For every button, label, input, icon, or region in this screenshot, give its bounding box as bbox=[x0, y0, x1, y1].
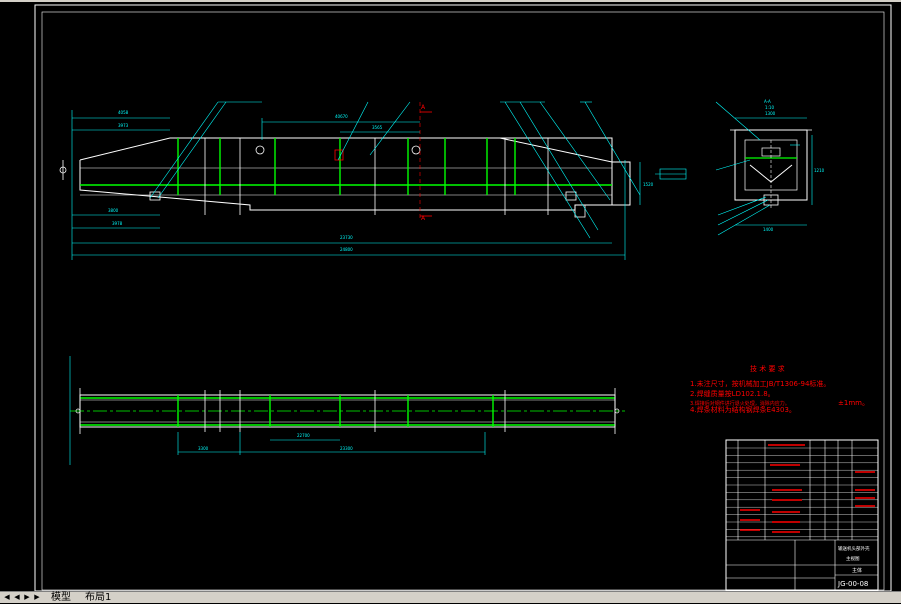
tech-req-line-1: 1.未注尺寸，按机械加工JB/T1306-94标准。 bbox=[690, 379, 830, 388]
main-label: 主体 bbox=[852, 567, 862, 574]
drawing-frame bbox=[34, 4, 892, 592]
tech-requirements: 技 术 要 求 1.未注尺寸，按机械加工JB/T1306-94标准。 2.焊缝质… bbox=[690, 364, 869, 414]
svg-text:22700: 22700 bbox=[297, 433, 310, 438]
svg-text:1400: 1400 bbox=[763, 227, 774, 232]
tab-layout1[interactable]: 布局1 bbox=[85, 592, 112, 603]
tech-req-title: 技 术 要 求 bbox=[750, 364, 785, 373]
svg-text:23300: 23300 bbox=[340, 446, 353, 451]
svg-text:A: A bbox=[421, 215, 426, 222]
tech-req-side-note: ±1mm。 bbox=[838, 399, 869, 407]
first-icon[interactable]: ◀ bbox=[4, 593, 10, 601]
view-label: 主视图 bbox=[846, 555, 860, 562]
svg-text:3300: 3300 bbox=[198, 446, 209, 451]
svg-text:24800: 24800 bbox=[340, 247, 353, 252]
layout-tab-bar: ◀ ◀ ▶ ▶ 模型 布局1 bbox=[0, 591, 901, 603]
svg-text:1210: 1210 bbox=[814, 168, 825, 173]
svg-text:1:10: 1:10 bbox=[765, 105, 774, 110]
svg-text:3973: 3973 bbox=[118, 123, 129, 128]
svg-text:3565: 3565 bbox=[372, 125, 383, 130]
svg-text:1300: 1300 bbox=[765, 111, 776, 116]
svg-text:40670: 40670 bbox=[335, 114, 348, 119]
tab-model[interactable]: 模型 bbox=[51, 592, 71, 603]
svg-text:23730: 23730 bbox=[340, 235, 353, 240]
svg-text:A-A: A-A bbox=[764, 99, 771, 104]
window-top-strip bbox=[0, 0, 901, 2]
tech-req-line-3: 3.焊接后对钢件进行退火处理，消除内应力。 bbox=[690, 400, 790, 407]
last-icon[interactable]: ▶ bbox=[34, 593, 40, 601]
next-icon[interactable]: ▶ bbox=[24, 593, 30, 601]
section-view: 1300 1400 1210 A-A 1:10 bbox=[715, 99, 825, 236]
svg-text:A: A bbox=[421, 104, 426, 111]
prev-icon[interactable]: ◀ bbox=[14, 593, 20, 601]
svg-text:3978: 3978 bbox=[112, 221, 123, 226]
svg-text:4058: 4058 bbox=[118, 110, 129, 115]
drawing-inner-frame bbox=[41, 11, 885, 591]
drawing-number: JG-00-08 bbox=[837, 580, 868, 588]
svg-text:1520: 1520 bbox=[643, 182, 654, 187]
front-view: 4058 3973 3800 3978 23730 24800 40670 35… bbox=[59, 101, 687, 260]
title-block: 输送机头部外壳 主视图 主体 JG-00-08 bbox=[725, 439, 879, 591]
svg-text:3800: 3800 bbox=[108, 208, 119, 213]
top-view: 3300 22700 23300 bbox=[69, 356, 625, 465]
tech-req-line-2: 2.焊缝质量按LD102.1.8。 bbox=[690, 389, 775, 398]
product-name: 输送机头部外壳 bbox=[838, 545, 870, 552]
tech-req-line-4: 4.焊条材料为结构钢焊条E4303。 bbox=[690, 405, 796, 414]
